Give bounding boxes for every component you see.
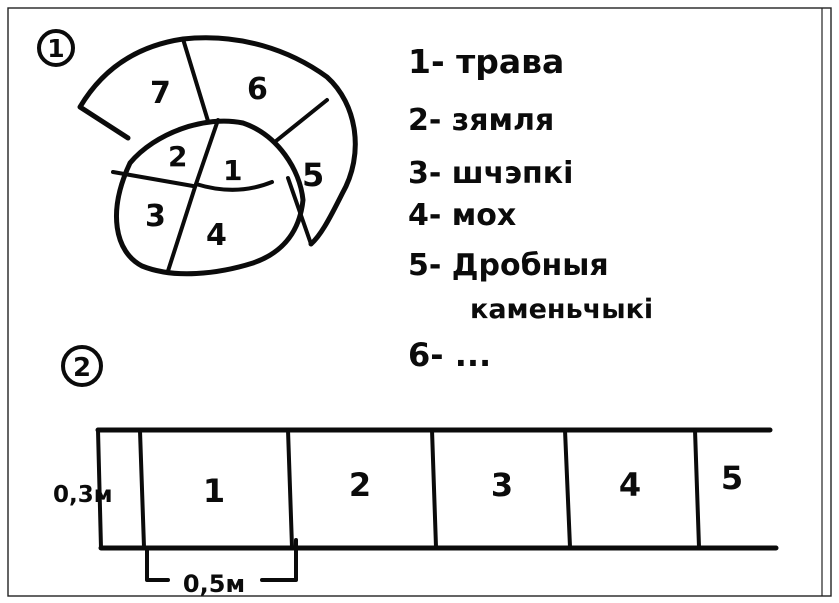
bed-outline — [98, 430, 776, 548]
diagram-2-marker: 2 — [73, 353, 91, 383]
bed-cell-2: 2 — [349, 466, 371, 504]
segment-label-7: 7 — [150, 76, 171, 111]
legend-item-4: 4- мох — [408, 198, 516, 233]
legend-item-5: 5- Дробныя — [408, 248, 609, 283]
diagram-1: 1 7 6 2 1 5 3 4 — [39, 31, 355, 274]
legend-item-2: 2- зямля — [408, 103, 554, 138]
height-dimension: 0,3м — [53, 482, 113, 508]
bed-cell-3: 3 — [491, 466, 513, 504]
diagram-1-marker: 1 — [47, 34, 64, 63]
segment-label-3: 3 — [145, 199, 166, 234]
image-border — [8, 8, 831, 596]
segment-label-4: 4 — [206, 218, 227, 253]
legend-item-1: 1- трава — [408, 42, 564, 81]
width-bracket-left — [147, 550, 168, 580]
legend: 1- трава 2- зямля 3- шчэпкі 4- мох 5- Др… — [408, 42, 653, 374]
segment-label-1: 1 — [223, 154, 242, 187]
bed-cell-5: 5 — [721, 459, 743, 497]
legend-item-6: 6- ... — [408, 336, 491, 374]
width-dimension: 0,5м — [183, 570, 245, 598]
segment-label-6: 6 — [247, 72, 268, 107]
bed-cell-4: 4 — [619, 466, 641, 504]
legend-item-5-continued: каменьчыкі — [470, 294, 653, 325]
segment-label-2: 2 — [168, 140, 187, 173]
diagram-2: 2 1 2 3 4 5 0,3м 0,5м — [53, 347, 776, 598]
bed-cell-1: 1 — [203, 472, 225, 510]
legend-item-3: 3- шчэпкі — [408, 156, 573, 191]
segment-label-5: 5 — [302, 156, 324, 194]
